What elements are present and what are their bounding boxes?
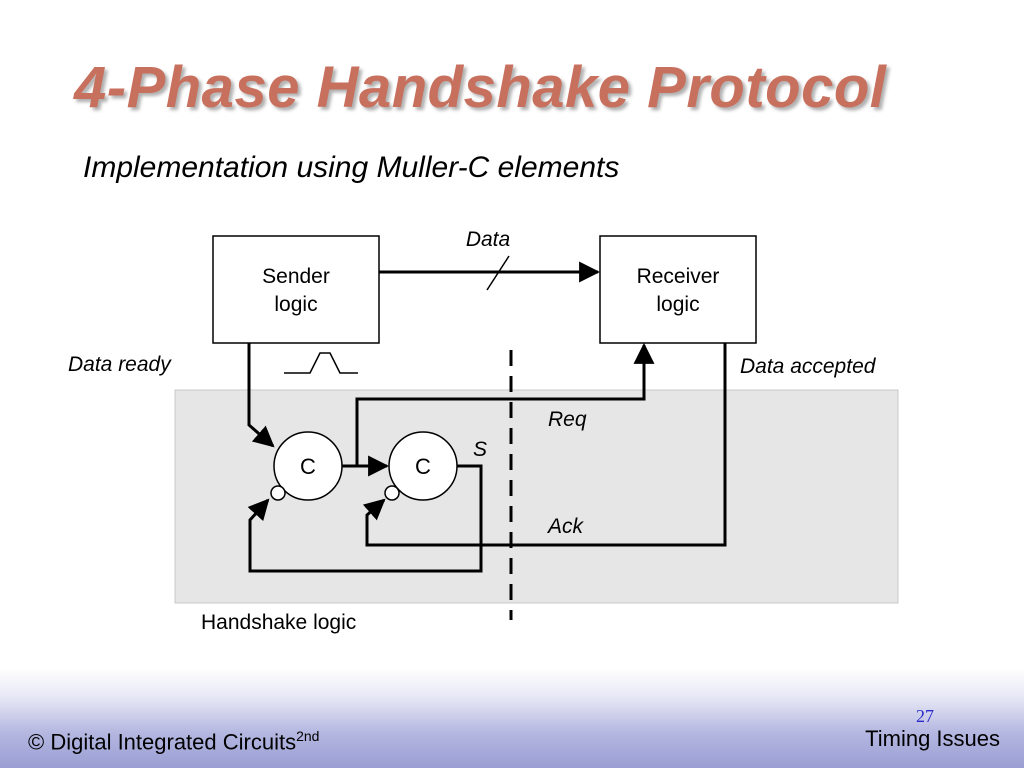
- data-accepted-label: Data accepted: [740, 355, 877, 378]
- receiver-label-line1: Receiver: [637, 265, 720, 288]
- s-feedback-wire: [247, 464, 483, 573]
- copyright-text: © Digital Integrated Circuits: [28, 729, 297, 755]
- sender-label-line2: logic: [274, 293, 317, 316]
- data-ready-label: Data ready: [68, 353, 172, 376]
- footer-bar: [0, 668, 1024, 768]
- data-label: Data: [466, 228, 510, 251]
- footer-copyright: © Digital Integrated Circuits2nd: [28, 728, 319, 755]
- data-bus-slash: [486, 255, 510, 291]
- s-label: S: [473, 438, 487, 461]
- req-wire: [355, 342, 655, 466]
- page-number: 27: [916, 706, 934, 726]
- c1-inverter-bubble: [270, 485, 286, 501]
- sender-logic-box: [212, 235, 380, 344]
- receiver-logic-box: [599, 235, 757, 344]
- req-label: Req: [548, 408, 587, 431]
- receiver-label-line2: logic: [656, 293, 699, 316]
- c2-inverter-bubble: [384, 485, 400, 501]
- slide-title: 4-Phase Handshake Protocol: [74, 55, 887, 120]
- slide-subtitle: Implementation using Muller-C elements: [83, 151, 620, 184]
- footer-section-title: Timing Issues: [865, 726, 1000, 751]
- sender-label-line1: Sender: [262, 265, 330, 288]
- data-ready-wire: [247, 343, 275, 448]
- ack-wire: [362, 343, 727, 547]
- c2-label: C: [415, 454, 431, 479]
- c1-label: C: [300, 454, 316, 479]
- ack-label: Ack: [546, 515, 585, 538]
- handshake-logic-label: Handshake logic: [201, 611, 356, 634]
- handshake-diagram: Sender logic Receiver logic Data Data re…: [68, 228, 899, 634]
- pulse-waveform: [284, 352, 358, 374]
- edition-superscript: 2nd: [296, 728, 320, 744]
